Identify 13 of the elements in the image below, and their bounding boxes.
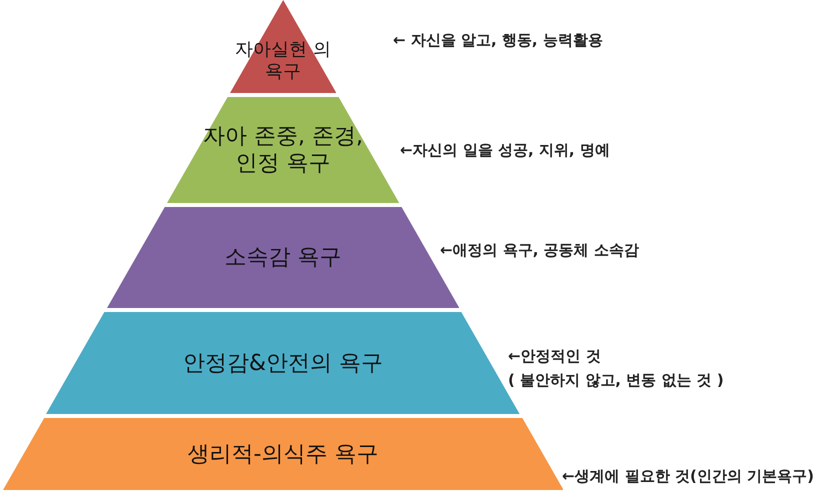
pyramid-tier: [2, 418, 564, 490]
note-text: ←생계에 필요한 것(인간의 기본욕구): [562, 466, 814, 486]
tier-label: 안정감&안전의 욕구: [182, 350, 384, 376]
note-text: ←자신의 일을 성공, 지위, 명예: [400, 140, 610, 160]
note-text: ←안정적인 것: [508, 346, 601, 366]
tier-label: 생리적-의식주 욕구: [186, 440, 380, 468]
tier-label: 자아 존중, 존경,인정 욕구: [202, 123, 363, 177]
note-text: ( 불안하지 않고, 변동 없는 것 ): [508, 370, 724, 390]
pyramid-apex: [230, 0, 336, 93]
tier-label: 소속감 욕구: [223, 244, 342, 271]
note-text: ←애정의 욕구, 공동체 소속감: [440, 240, 639, 260]
note-text: ← 자신을 알고, 행동, 능력활용: [393, 30, 603, 50]
pyramid-tier: [166, 97, 400, 203]
